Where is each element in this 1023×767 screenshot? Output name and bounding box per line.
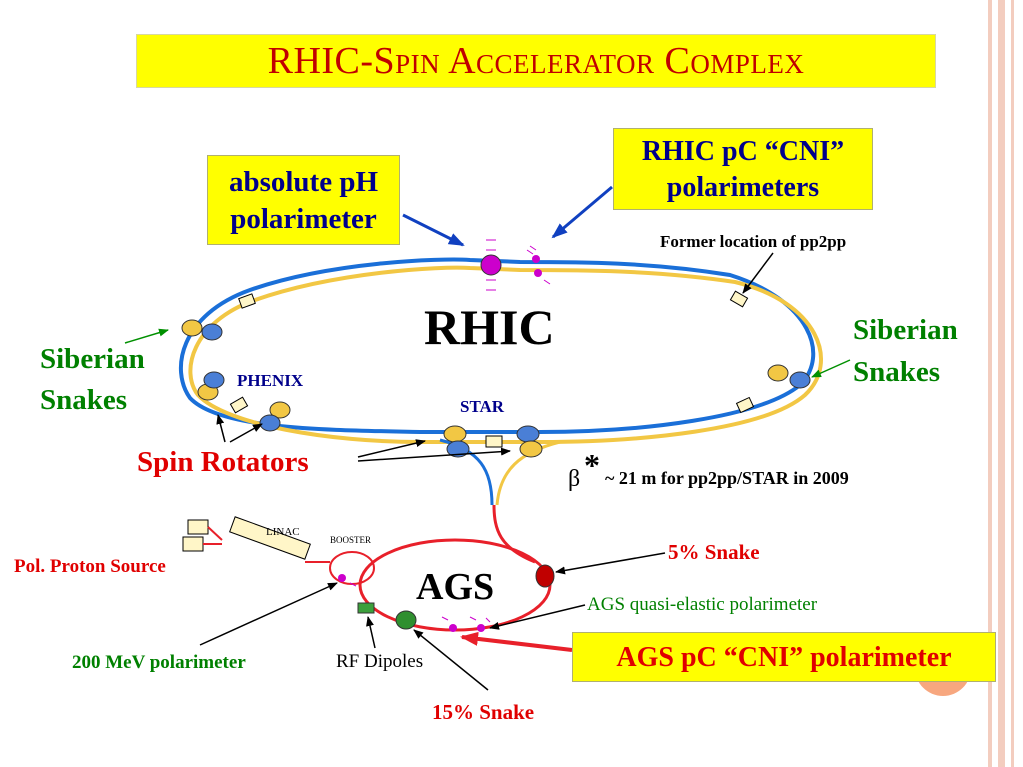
rf-dipole [357,602,375,614]
decor-stripe-3 [1011,0,1014,767]
snake-5pct-label: 5% Snake [668,540,760,564]
booster-polarimeter-dot [338,574,346,582]
snake-oval [181,319,203,337]
transfer-line-yellow [495,440,561,506]
snake-markers [181,319,811,630]
spin-rotators-label: Spin Rotators [137,446,309,478]
beta-text: ~ 21 m for pp2pp/STAR in 2009 [605,468,849,488]
arrow-5pct-snake [555,552,666,575]
snake-oval [259,414,281,432]
snake-15pct-label: 15% Snake [432,700,535,724]
phenix-label: PHENIX [237,371,304,390]
snake-oval [767,364,789,382]
rhic-yellow-ring [188,265,823,444]
arrow-ph [402,213,465,247]
arrow-ags-cni [460,631,573,652]
snake-oval [789,371,811,389]
snake-oval [443,425,467,443]
ags-snake-15pct [395,610,417,630]
cni-polarimeter-line1: RHIC pC “CNI” [641,136,845,167]
title-banner: RHIC-Spin Accelerator Complex [136,34,936,88]
ir-box-upper-left [238,293,256,309]
ags-polarimeter-dot [477,624,485,632]
snake-oval [203,371,225,389]
arrow-spin-rotator-2 [229,423,263,443]
ph-polarimeter-line2: polarimeter [230,203,377,235]
source-box-2 [182,536,204,552]
rf-dipoles-label: RF Dipoles [336,651,424,672]
siberian-snakes-right-2: Snakes [853,356,941,388]
cni-polarimeter-line2: polarimeters [666,172,820,203]
rhic-blue-ring [178,257,816,434]
snake-oval [269,401,291,419]
rhic-label: RHIC [424,299,555,355]
ph-polarimeter-target [480,254,502,276]
arrow-15pct-snake [413,629,489,691]
linac-label: LINAC [266,526,300,538]
snake-oval [519,440,543,458]
page-title: RHIC-Spin Accelerator Complex [267,40,805,82]
ags-cni-label: AGS pC “CNI” polarimeter [616,642,952,673]
ags-polarimeter-dot [449,624,457,632]
cni-polarimeter-box: RHIC pC “CNI” polarimeters [613,128,873,210]
siberian-snakes-left-2: Snakes [40,384,128,416]
ir-box-star [485,435,503,448]
arrow-spin-rotator-4 [357,447,511,462]
pol-proton-source-label: Pol. Proton Source [14,556,166,577]
ags-snake-5pct [535,564,555,588]
star-label: STAR [460,397,505,416]
snake-oval [201,323,223,341]
arrow-spin-rotator-1 [216,414,226,443]
cni-polarimeter-dot [532,255,540,263]
ags-cni-box: AGS pC “CNI” polarimeter [572,632,996,682]
arrow-cni [551,185,613,239]
arrow-siberian-right [811,359,851,378]
arrow-ags-quasi [489,604,586,630]
decor-stripe-2 [998,0,1005,767]
arrow-spin-rotator-3 [357,439,426,458]
beta-star: * [584,447,600,483]
linac-box [229,516,311,560]
mev-polarimeter-label: 200 MeV polarimeter [72,652,246,673]
source-box-1 [187,519,209,535]
siberian-snakes-left-1: Siberian [40,343,145,375]
arrow-rf-dipoles [366,616,376,649]
ags-quasi-elastic-label: AGS quasi-elastic polarimeter [587,594,818,615]
source-connector [203,526,223,545]
former-location-label: Former location of pp2pp [660,232,847,251]
cni-polarimeter-dot [534,269,542,277]
beta-symbol: β [568,466,581,492]
arrow-siberian-left [124,328,169,344]
detector-ticks [349,239,551,623]
ph-polarimeter-line1: absolute pH [228,166,379,198]
decor-stripe-1 [988,0,992,767]
booster-label: BOOSTER [330,535,372,545]
arrow-200mev [199,582,338,646]
ags-label: AGS [416,566,495,608]
snake-oval [516,425,540,443]
snake-oval [446,440,470,458]
ph-polarimeter-box: absolute pH polarimeter [207,155,400,245]
ir-box-lower-left [229,396,249,414]
ir-box-lower-right [735,396,755,414]
transfer-line-red [492,504,536,564]
siberian-snakes-right-1: Siberian [853,314,958,346]
arrow-former-location [742,252,774,294]
ir-box-upper-right [729,290,749,308]
